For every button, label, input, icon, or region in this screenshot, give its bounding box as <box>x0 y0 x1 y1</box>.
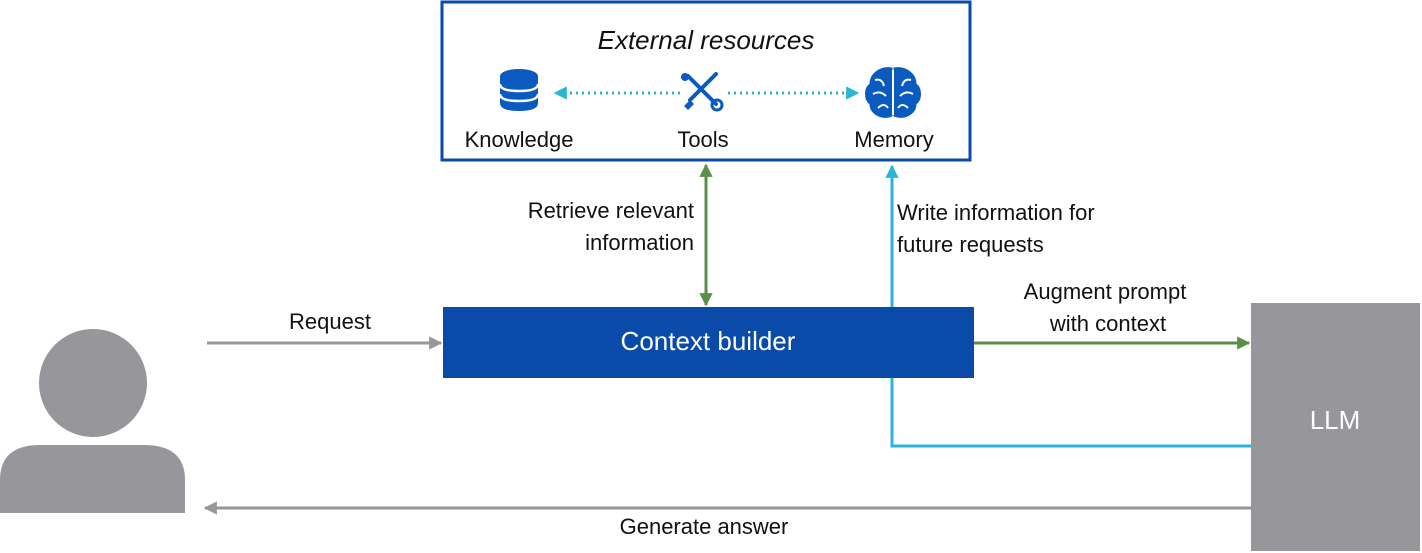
llm-feedback-line <box>890 378 1251 448</box>
external-resources-title: External resources <box>598 25 815 55</box>
knowledge-label: Knowledge <box>465 127 574 152</box>
llm-box: LLM <box>1251 303 1420 551</box>
database-icon <box>498 69 540 111</box>
write-label-line2: future requests <box>897 232 1044 257</box>
write-label-line1: Write information for <box>897 200 1095 225</box>
tools-icon <box>681 72 724 112</box>
user-icon <box>0 329 185 513</box>
external-resources-panel: External resources Knowledge Tools Memo <box>440 0 972 162</box>
context-builder-box: Context builder <box>443 307 974 378</box>
request-label: Request <box>289 309 371 334</box>
memory-label: Memory <box>854 127 933 152</box>
augment-label-line2: with context <box>1049 311 1166 336</box>
augment-label-line1: Augment prompt <box>1024 279 1187 304</box>
retrieve-label-line2: information <box>585 230 694 255</box>
generate-label: Generate answer <box>620 514 789 539</box>
context-builder-label: Context builder <box>621 326 796 356</box>
tools-label: Tools <box>677 127 728 152</box>
llm-label: LLM <box>1310 405 1361 435</box>
retrieve-label-line1: Retrieve relevant <box>528 198 694 223</box>
brain-icon <box>865 67 921 118</box>
